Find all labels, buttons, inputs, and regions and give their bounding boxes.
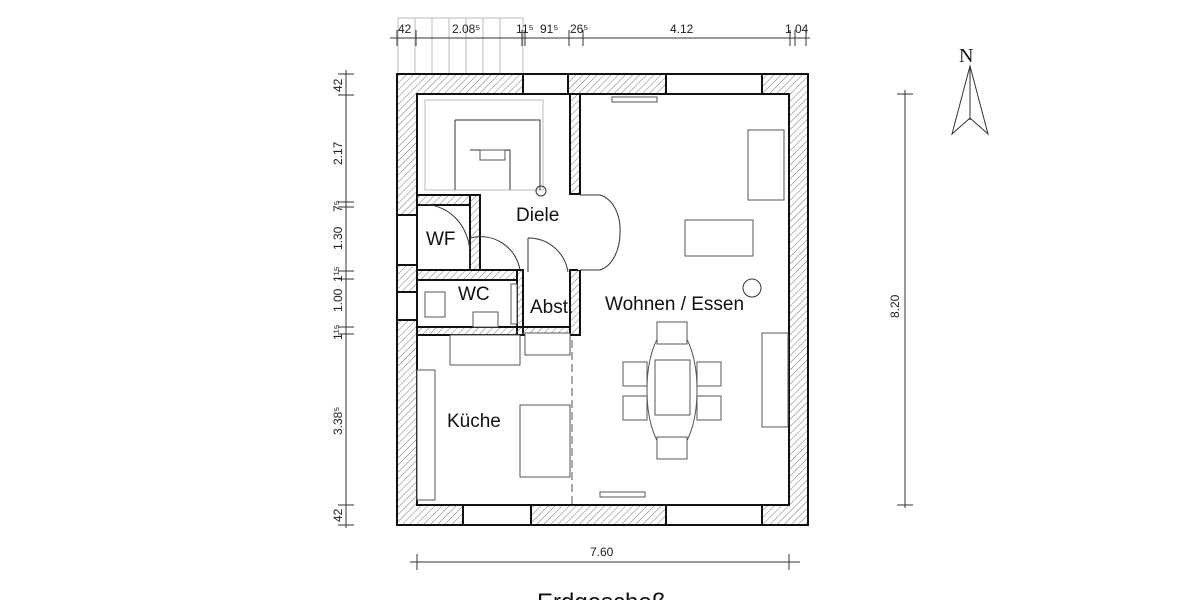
dim-left-1: 2.17 [331,141,345,165]
dim-top-1: 2.08⁵ [452,22,480,36]
dim-left-8: 42 [331,508,345,522]
dim-left-4: 1¹⁵ [331,266,345,282]
interior-stair [424,99,547,197]
dim-top-7: 1 [785,22,792,36]
dim-left-2: 7⁵ [331,200,345,212]
furniture [416,96,789,505]
north-arrow-icon: N [951,45,989,136]
dim-top-4: 91⁵ [540,22,558,36]
room-wf: WF [426,229,456,250]
dim-top-2: 1 [516,22,523,36]
room-diele: Diele [516,205,559,226]
dimension-left: 42 2.17 7⁵ 1.30 1¹⁵ 1.00 1¹⁵ 3.38⁵ 42 [331,70,354,528]
dim-left-7: 3.38⁵ [331,407,345,435]
dim-bottom: 7.60 [590,545,614,559]
room-wohnen-essen: Wohnen / Essen [605,294,744,315]
dim-top-3: 1⁵ [522,22,534,36]
room-abst: Abst. [530,297,573,318]
dimension-right: 8.20 [888,90,913,508]
dim-left-5: 1.00 [331,288,345,312]
dimension-bottom: 7.60 [410,545,800,570]
room-wc: WC [458,284,490,305]
dim-top-0: 42 [398,22,412,36]
dim-top-5: 26⁵ [570,22,588,36]
dim-top-6: 4.12 [670,22,694,36]
room-kueche: Küche [447,411,501,432]
dim-left-3: 1.30 [331,226,345,250]
dim-left-0: 42 [331,78,345,92]
dim-right: 8.20 [888,294,902,318]
dim-left-6: 1¹⁵ [331,324,345,340]
dim-top-8: 04 [795,22,809,36]
doors [419,194,621,273]
north-label: N [959,45,973,67]
dimension-top: 42 2.08⁵ 1 1⁵ 91⁵ 26⁵ 4.12 1 04 [390,22,810,46]
plan-title: Erdgeschoß [537,589,666,600]
